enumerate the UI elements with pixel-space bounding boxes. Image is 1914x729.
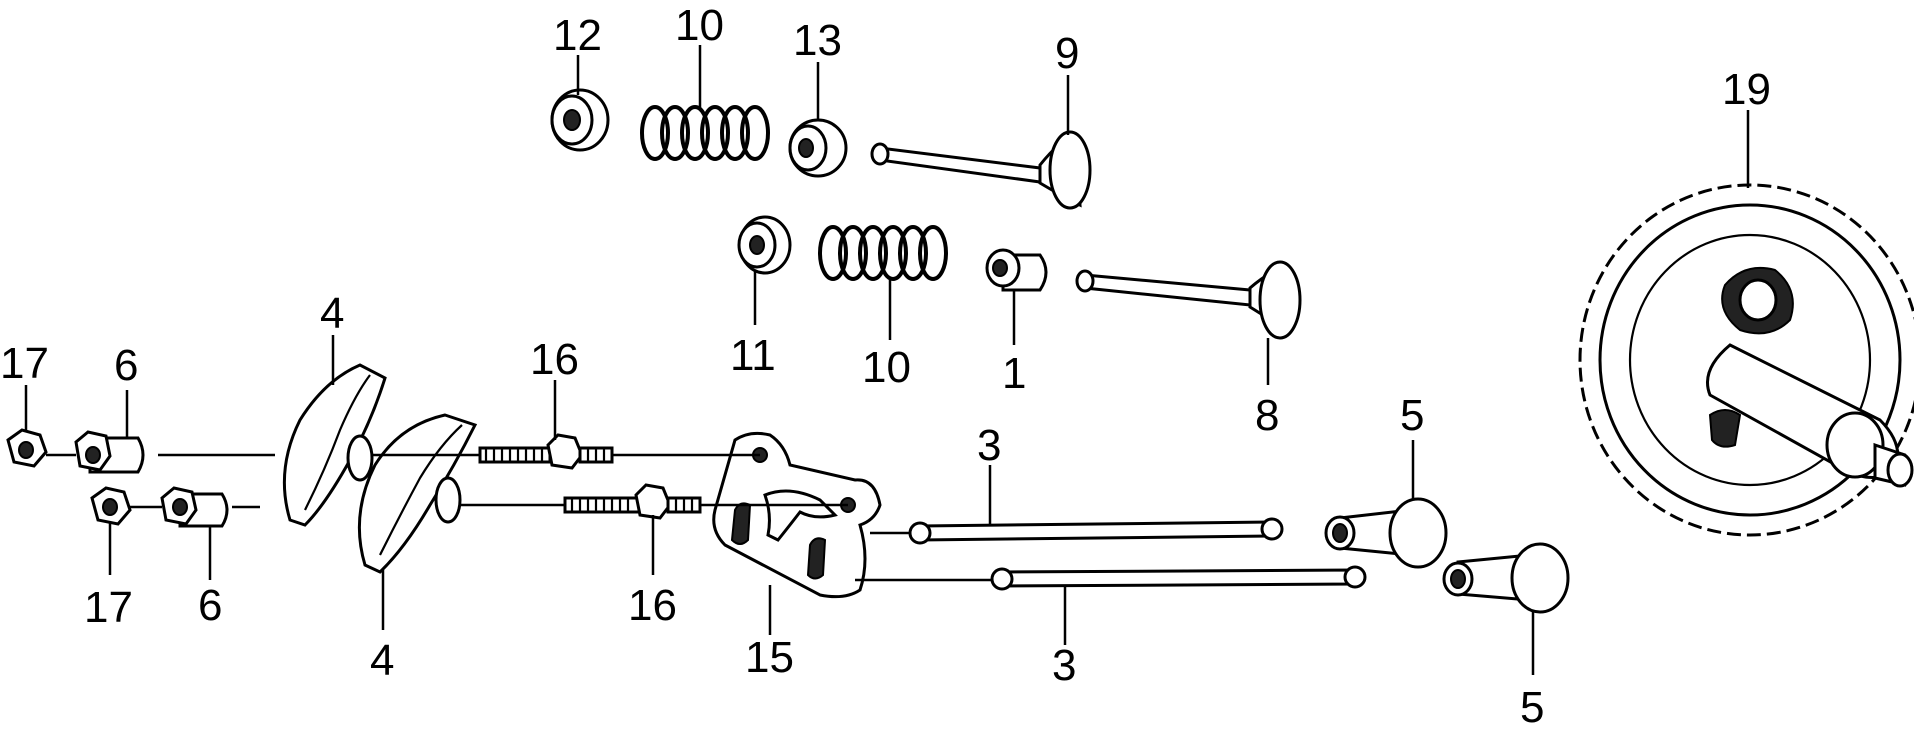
rocker-arm-4-lower [357,413,478,574]
rocker-arm-4-upper [282,363,387,527]
callout-17-lower: 17 [84,583,133,632]
adjuster-6-upper [74,430,145,474]
callout-16-lower: 16 [628,581,677,630]
leader-lines [24,45,1750,675]
callout-labels: 12 10 13 9 19 4 17 6 16 11 10 1 8 5 3 17… [0,1,1771,729]
exhaust-valve-9 [870,130,1092,210]
stud-16-upper [478,433,614,470]
callout-3-lower: 3 [1052,641,1076,690]
callout-11: 11 [730,331,776,380]
callout-6-lower: 6 [198,581,222,630]
callout-12: 12 [553,11,602,60]
callout-10-lower: 10 [862,343,911,392]
push-rod-3-lower [990,565,1367,591]
stud-16-lower [563,483,702,520]
callout-8: 8 [1255,391,1279,440]
nut-17-upper [6,428,48,468]
push-rod-3-upper [908,517,1284,545]
callout-1: 1 [1002,349,1026,398]
tappet-5-upper [1324,497,1448,569]
adjuster-6-lower [160,486,229,528]
callout-19: 19 [1722,65,1771,114]
callout-6-upper: 6 [114,341,138,390]
callout-10-upper: 10 [675,1,724,50]
valve-retainer-12 [550,88,610,152]
intake-valve-8 [1075,260,1302,340]
callout-17-upper: 17 [0,339,49,388]
camshaft-gear-19 [1578,183,1914,537]
callout-9: 9 [1055,29,1079,78]
callout-3-upper: 3 [977,421,1001,470]
callout-13: 13 [793,16,842,65]
valve-spring-10-lower [818,225,948,281]
tappet-5-lower [1442,542,1570,614]
callout-16-upper: 16 [530,335,579,384]
valve-retainer-11 [737,215,792,275]
valve-guide-1 [985,248,1048,292]
callout-5-upper: 5 [1400,391,1424,440]
callout-4-lower: 4 [370,636,394,685]
guide-plate-15 [712,431,882,599]
valve-spring-10-upper [640,105,770,161]
valve-seal-13 [788,118,848,178]
callout-5-lower: 5 [1520,683,1544,729]
callout-4-upper: 4 [320,289,344,338]
nut-17-lower [90,486,132,526]
callout-15: 15 [745,633,794,682]
